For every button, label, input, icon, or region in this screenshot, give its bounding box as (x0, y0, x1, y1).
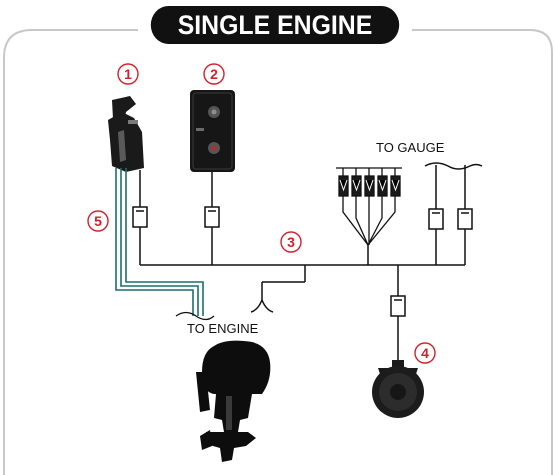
callout-4: 4 (421, 345, 429, 361)
outboard-engine-icon (196, 340, 271, 462)
key-switch-panel-icon (190, 90, 235, 172)
callout-markers (87, 63, 436, 364)
diagram-title: SINGLE ENGINE (150, 6, 400, 44)
throttle-lever-icon (108, 96, 144, 172)
callout-1: 1 (124, 66, 132, 82)
buzzer-icon (372, 360, 424, 418)
connector-icon (132, 206, 473, 317)
engine-cable-ends (175, 311, 215, 321)
to-engine-label: TO ENGINE (187, 321, 259, 336)
harness-hub-icon (336, 167, 402, 246)
callout-3: 3 (287, 234, 295, 250)
callout-5: 5 (94, 213, 102, 229)
control-cable (115, 168, 204, 316)
to-gauge-label: TO GAUGE (376, 140, 445, 155)
wiring-harness (139, 162, 483, 362)
diagram-frame (3, 29, 553, 475)
callout-2: 2 (210, 66, 218, 82)
